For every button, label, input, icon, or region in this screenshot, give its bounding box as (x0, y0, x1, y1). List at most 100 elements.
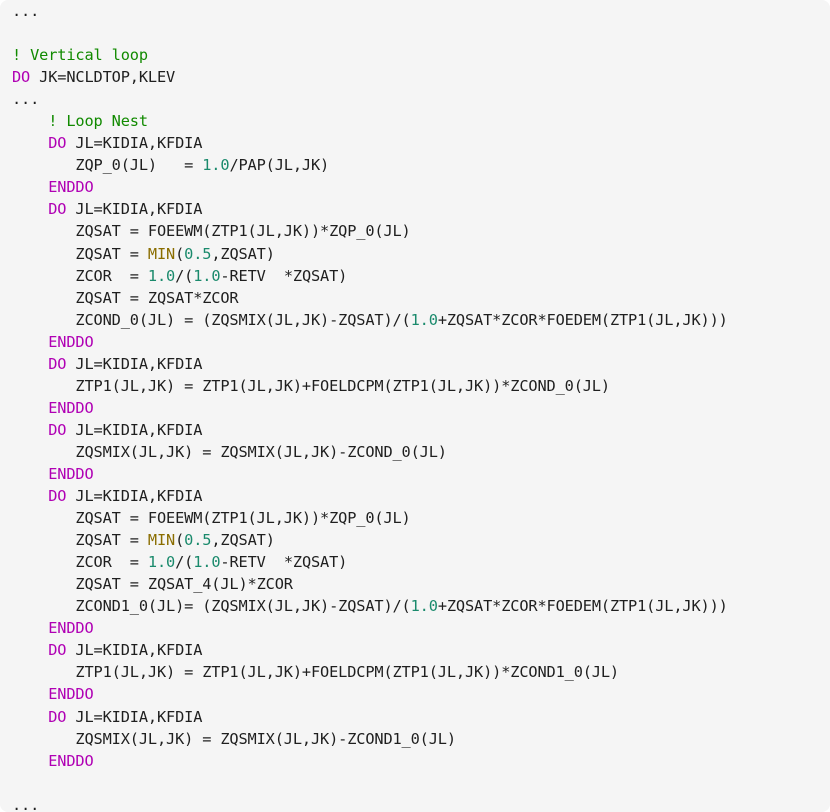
code-line: ZQSMIX(JL,JK) = ZQSMIX(JL,JK)-ZCOND1_0(J… (12, 728, 830, 750)
intrinsic-token: MIN (147, 244, 176, 263)
code-line: ZQP_0(JL) = 1.0/PAP(JL,JK) (12, 154, 830, 176)
comment-token: ! Loop Nest (48, 112, 148, 131)
keyword-token: ENDDO (48, 464, 94, 483)
text-token (12, 355, 48, 373)
text-token: ZCOR = (12, 553, 148, 572)
text-token: ZQSAT = (12, 244, 148, 263)
keyword-token: DO (48, 354, 67, 373)
text-token: ( (175, 531, 185, 550)
code-line: ENDDO (12, 176, 830, 198)
keyword-token: ENDDO (48, 332, 94, 351)
text-token: ,ZQSAT) (211, 244, 275, 263)
code-line: DO JL=KIDIA,KFDIA (12, 419, 830, 441)
keyword-token: ENDDO (48, 751, 94, 770)
text-token (12, 641, 48, 659)
number-token: 1.0 (410, 597, 438, 616)
text-token: +ZQSAT*ZCOR*FOEDEM(ZTP1(JL,JK))) (437, 597, 728, 616)
text-token (12, 134, 48, 152)
intrinsic-token: MIN (147, 531, 176, 550)
text-token (12, 752, 48, 770)
code-line: DO JL=KIDIA,KFDIA (12, 485, 830, 507)
number-token: 1.0 (193, 553, 221, 572)
text-token: -RETV *ZQSAT) (220, 553, 348, 572)
code-line: ZQSMIX(JL,JK) = ZQSMIX(JL,JK)-ZCOND_0(JL… (12, 441, 830, 463)
text-token: ZCOR = (12, 266, 148, 285)
keyword-token: DO (48, 420, 67, 439)
code-line: ZCOND_0(JL) = (ZQSMIX(JL,JK)-ZQSAT)/(1.0… (12, 309, 830, 331)
text-token (12, 421, 48, 439)
text-token (12, 112, 48, 130)
text-token: JL=KIDIA,KFDIA (66, 487, 203, 506)
keyword-token: DO (48, 487, 67, 506)
keyword-token: DO (48, 707, 67, 726)
code-line: ENDDO (12, 331, 830, 353)
code-line: ... (12, 794, 830, 812)
code-line: ... (12, 0, 830, 22)
text-token: ZQSMIX(JL,JK) = ZQSMIX(JL,JK)-ZCOND_0(JL… (12, 442, 447, 461)
text-token: ZQSAT = FOEEWM(ZTP1(JL,JK))*ZQP_0(JL) (12, 509, 411, 528)
text-token (12, 685, 48, 703)
text-token: ZQSAT = ZQSAT*ZCOR (12, 288, 239, 307)
number-token: 1.0 (147, 553, 176, 572)
text-token: +ZQSAT*ZCOR*FOEDEM(ZTP1(JL,JK))) (437, 310, 728, 329)
text-token: /PAP(JL,JK) (229, 156, 330, 175)
text-token: ... (12, 2, 40, 20)
text-token: JL=KIDIA,KFDIA (66, 641, 203, 660)
text-token: ZTP1(JL,JK) = ZTP1(JL,JK)+FOELDCPM(ZTP1(… (12, 376, 610, 395)
text-token: -RETV *ZQSAT) (220, 266, 348, 285)
code-line: ZQSAT = FOEEWM(ZTP1(JL,JK))*ZQP_0(JL) (12, 507, 830, 529)
text-token: JL=KIDIA,KFDIA (66, 707, 203, 726)
text-token: JL=KIDIA,KFDIA (66, 134, 203, 153)
text-token: ZCOND_0(JL) = (ZQSMIX(JL,JK)-ZQSAT)/( (12, 310, 411, 329)
text-token: ZQSMIX(JL,JK) = ZQSMIX(JL,JK)-ZCOND1_0(J… (12, 729, 456, 748)
text-token: ... (12, 90, 40, 109)
keyword-token: DO (48, 641, 67, 660)
code-line: ENDDO (12, 750, 830, 772)
code-line: ! Vertical loop (12, 44, 830, 66)
code-line: ... (12, 88, 830, 110)
number-token: 1.0 (193, 266, 221, 285)
text-token (12, 619, 48, 637)
code-line: ZQSAT = MIN(0.5,ZQSAT) (12, 243, 830, 265)
text-token: ZQSAT = (12, 531, 148, 550)
keyword-token: DO (12, 68, 31, 87)
code-line: DO JK=NCLDTOP,KLEV (12, 66, 830, 88)
text-token (12, 708, 48, 726)
text-token (12, 200, 48, 218)
text-token: ZCOND1_0(JL)= (ZQSMIX(JL,JK)-ZQSAT)/( (12, 597, 411, 616)
text-token: ( (175, 244, 185, 263)
text-token: JL=KIDIA,KFDIA (66, 420, 203, 439)
text-token: ZQSAT = ZQSAT_4(JL)*ZCOR (12, 575, 293, 594)
keyword-token: DO (48, 200, 67, 219)
number-token: 1.0 (410, 310, 438, 329)
comment-token: ! Vertical loop (12, 46, 148, 65)
code-line: ENDDO (12, 617, 830, 639)
code-line: ZCOR = 1.0/(1.0-RETV *ZQSAT) (12, 265, 830, 287)
code-line (12, 22, 830, 44)
text-token: JL=KIDIA,KFDIA (66, 200, 203, 219)
keyword-token: ENDDO (48, 685, 94, 704)
text-token (12, 487, 48, 505)
text-token (12, 178, 48, 196)
number-token: 0.5 (184, 244, 212, 263)
code-line: ZTP1(JL,JK) = ZTP1(JL,JK)+FOELDCPM(ZTP1(… (12, 375, 830, 397)
text-token: JL=KIDIA,KFDIA (66, 354, 203, 373)
text-token (12, 465, 48, 483)
text-token: ZQSAT = FOEEWM(ZTP1(JL,JK))*ZQP_0(JL) (12, 222, 411, 241)
text-token: /( (175, 266, 194, 285)
code-line: DO JL=KIDIA,KFDIA (12, 353, 830, 375)
code-line: DO JL=KIDIA,KFDIA (12, 198, 830, 220)
text-token: ,ZQSAT) (211, 531, 275, 550)
code-line: ZCOR = 1.0/(1.0-RETV *ZQSAT) (12, 551, 830, 573)
number-token: 1.0 (147, 266, 176, 285)
code-line: ZQSAT = FOEEWM(ZTP1(JL,JK))*ZQP_0(JL) (12, 220, 830, 242)
code-line: ZTP1(JL,JK) = ZTP1(JL,JK)+FOELDCPM(ZTP1(… (12, 661, 830, 683)
code-line: ENDDO (12, 463, 830, 485)
text-token: ... (12, 795, 40, 812)
keyword-token: ENDDO (48, 398, 94, 417)
code-line: ENDDO (12, 683, 830, 705)
code-line: DO JL=KIDIA,KFDIA (12, 639, 830, 661)
text-token: JK=NCLDTOP,KLEV (30, 68, 176, 87)
number-token: 0.5 (184, 531, 212, 550)
